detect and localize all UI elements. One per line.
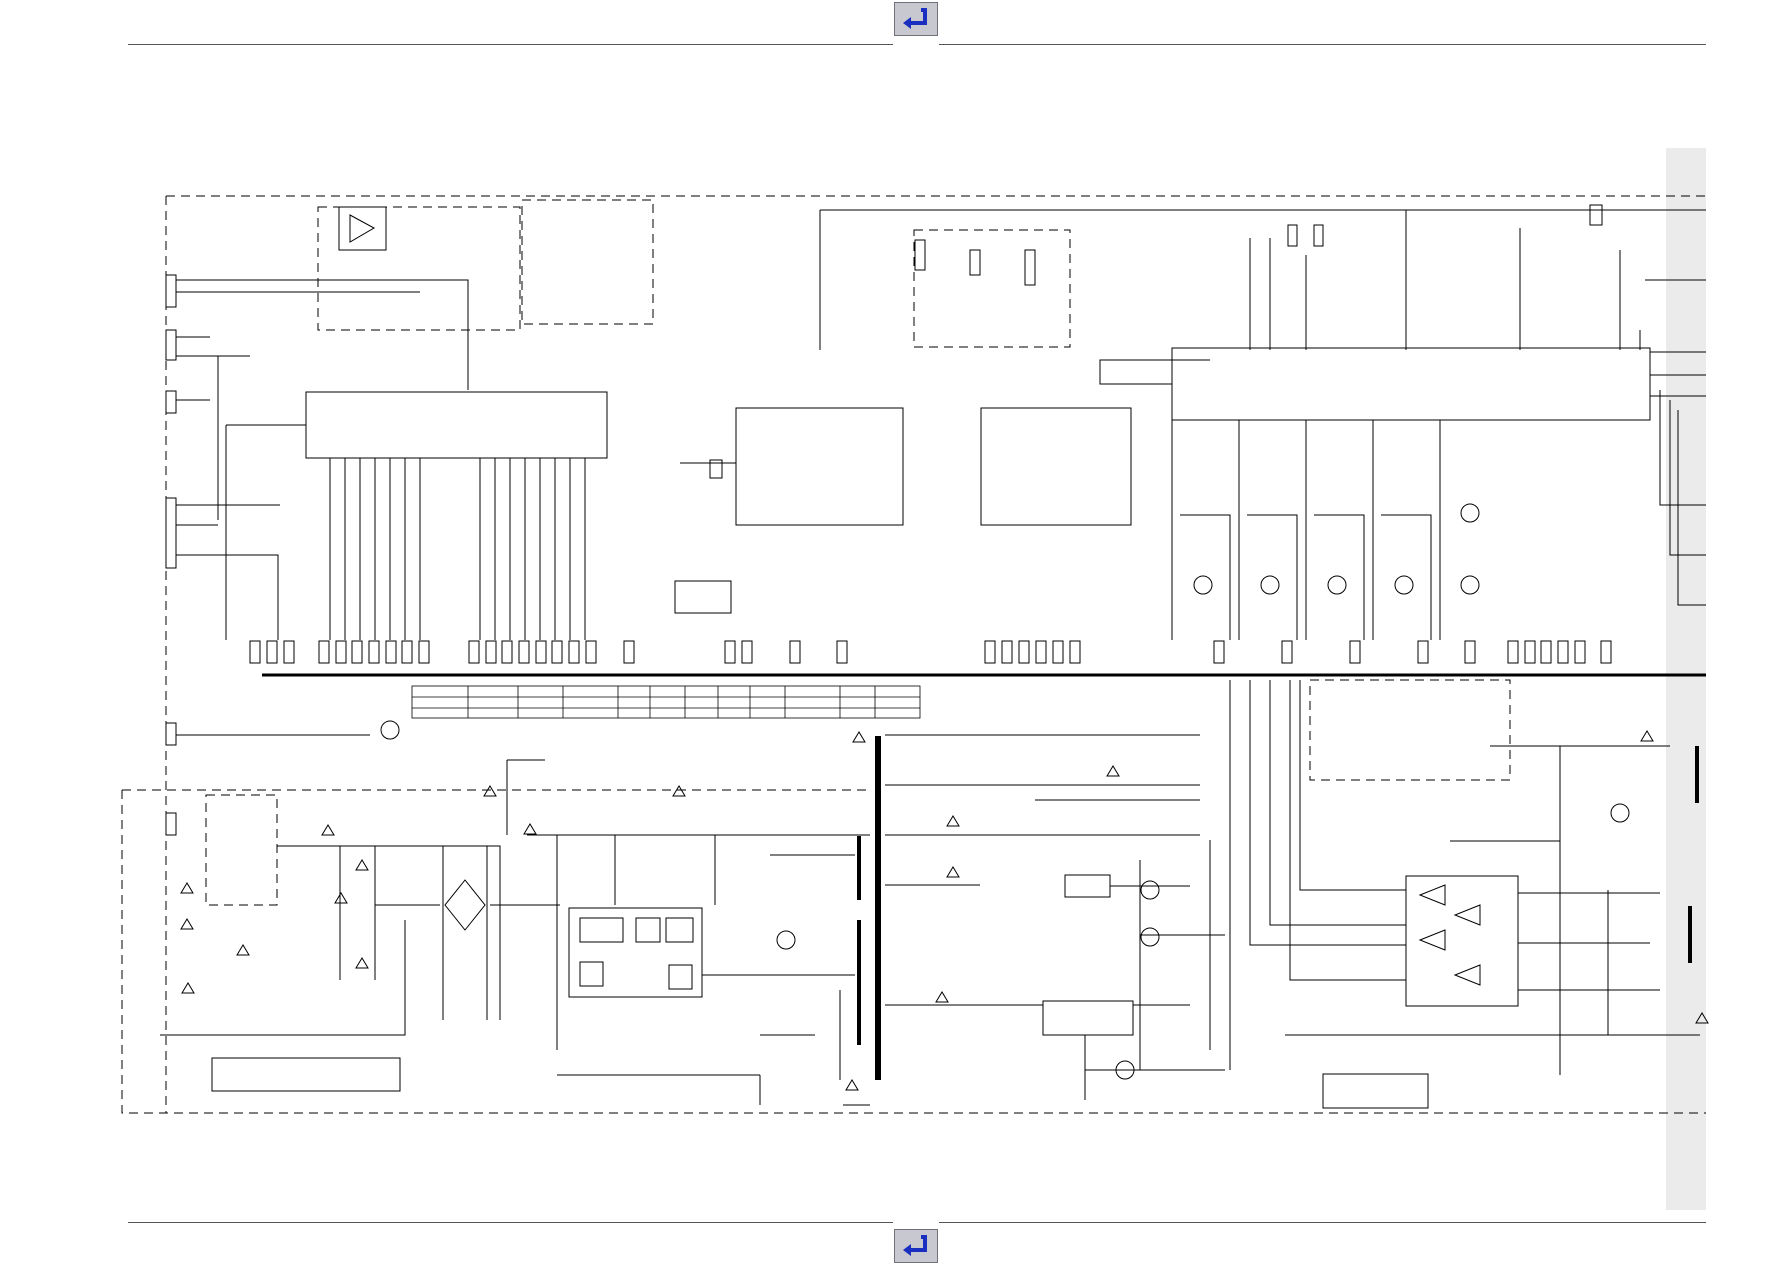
page-margin-strip (1666, 148, 1706, 1210)
footer-rule-right (939, 1222, 1706, 1223)
header-rule-left (128, 44, 893, 45)
return-arrow-icon (903, 1235, 927, 1256)
footer-rule-left (128, 1222, 893, 1223)
back-button-top[interactable] (894, 2, 938, 36)
back-button-bottom[interactable] (894, 1229, 938, 1263)
return-arrow-icon (903, 8, 927, 29)
header-rule-right (939, 44, 1706, 45)
